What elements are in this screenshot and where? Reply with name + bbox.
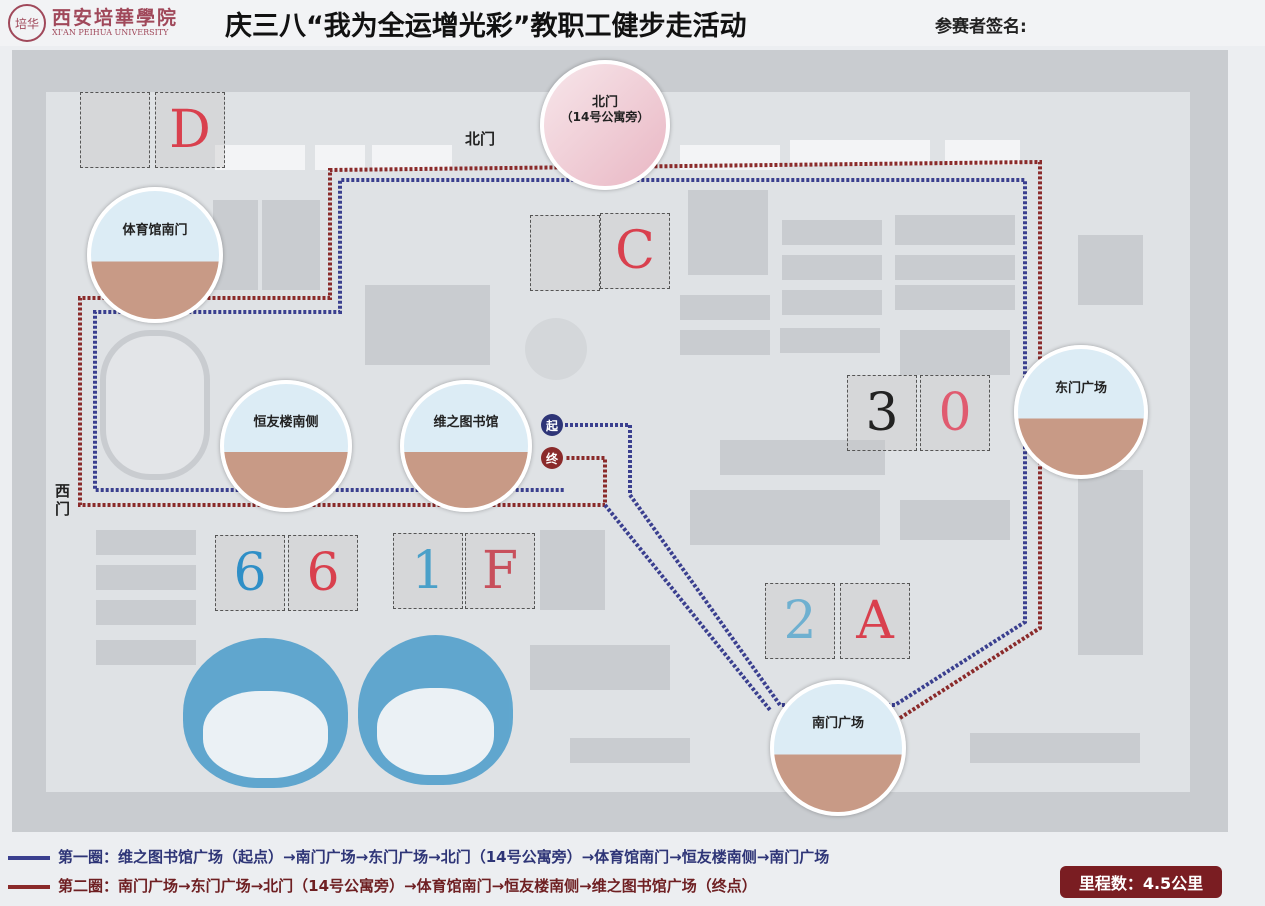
signature-label: 参赛者签名: <box>935 17 1027 37</box>
lap1-return-route <box>603 503 772 712</box>
start-marker: 起 <box>541 414 563 436</box>
stamp-1: 1 <box>393 533 463 609</box>
checkpoint-library: 维之图书馆 <box>400 380 532 512</box>
lap2-line-icon <box>8 884 50 889</box>
checkpoint-south-gate: 南门广场 <box>770 680 906 816</box>
west-gate-label: 西门 <box>55 482 71 518</box>
stamp-a: A <box>840 583 910 659</box>
school-name-en: XI'AN PEIHUA UNIVERSITY <box>52 28 169 37</box>
end-marker: 终 <box>541 447 563 469</box>
stamp-d: D <box>155 92 225 168</box>
checkpoint-gym-south: 体育馆南门 <box>87 187 223 323</box>
stamp-box <box>530 215 600 291</box>
stamp-0: 0 <box>920 375 990 451</box>
mileage-badge: 里程数：4.5公里 <box>1060 866 1222 898</box>
girl-mascot-stamp <box>183 638 348 788</box>
legend-lap2-text: 第二圈：南门广场→东门广场→北门（14号公寓旁）→体育馆南门→恒友楼南侧→维之图… <box>58 877 757 895</box>
stamp-f: F <box>465 533 535 609</box>
legend-lap1-text: 第一圈：维之图书馆广场（起点）→南门广场→东门广场→北门（14号公寓旁）→体育馆… <box>58 848 830 866</box>
page-title: 庆三八“我为全运增光彩”教职工健步走活动 <box>225 11 747 42</box>
checkpoint-hengyou-south: 恒友楼南侧 <box>220 380 352 512</box>
stamp-box <box>80 92 150 168</box>
checkpoint-east-gate: 东门广场 <box>1014 345 1148 479</box>
header: 培华 西安培華學院 XI'AN PEIHUA UNIVERSITY 庆三八“我为… <box>0 0 1265 46</box>
legend-lap1: 第一圈：维之图书馆广场（起点）→南门广场→东门广场→北门（14号公寓旁）→体育馆… <box>8 846 829 867</box>
lap1-route <box>93 178 1027 707</box>
checkpoint-north-gate: 北门 （14号公寓旁） <box>540 60 670 190</box>
boy-mascot-stamp <box>358 635 513 785</box>
legend-lap2: 第二圈：南门广场→东门广场→北门（14号公寓旁）→体育馆南门→恒友楼南侧→维之图… <box>8 875 757 896</box>
stamp-6-blue: 6 <box>215 535 285 611</box>
north-gate-label: 北门 <box>465 130 496 148</box>
stamp-c: C <box>600 213 670 289</box>
school-logo: 培华 <box>8 4 46 42</box>
school-name: 西安培華學院 <box>52 7 179 29</box>
stamp-6-red: 6 <box>288 535 358 611</box>
stamp-3: 3 <box>847 375 917 451</box>
lap1-line-icon <box>8 855 50 860</box>
stamp-2: 2 <box>765 583 835 659</box>
